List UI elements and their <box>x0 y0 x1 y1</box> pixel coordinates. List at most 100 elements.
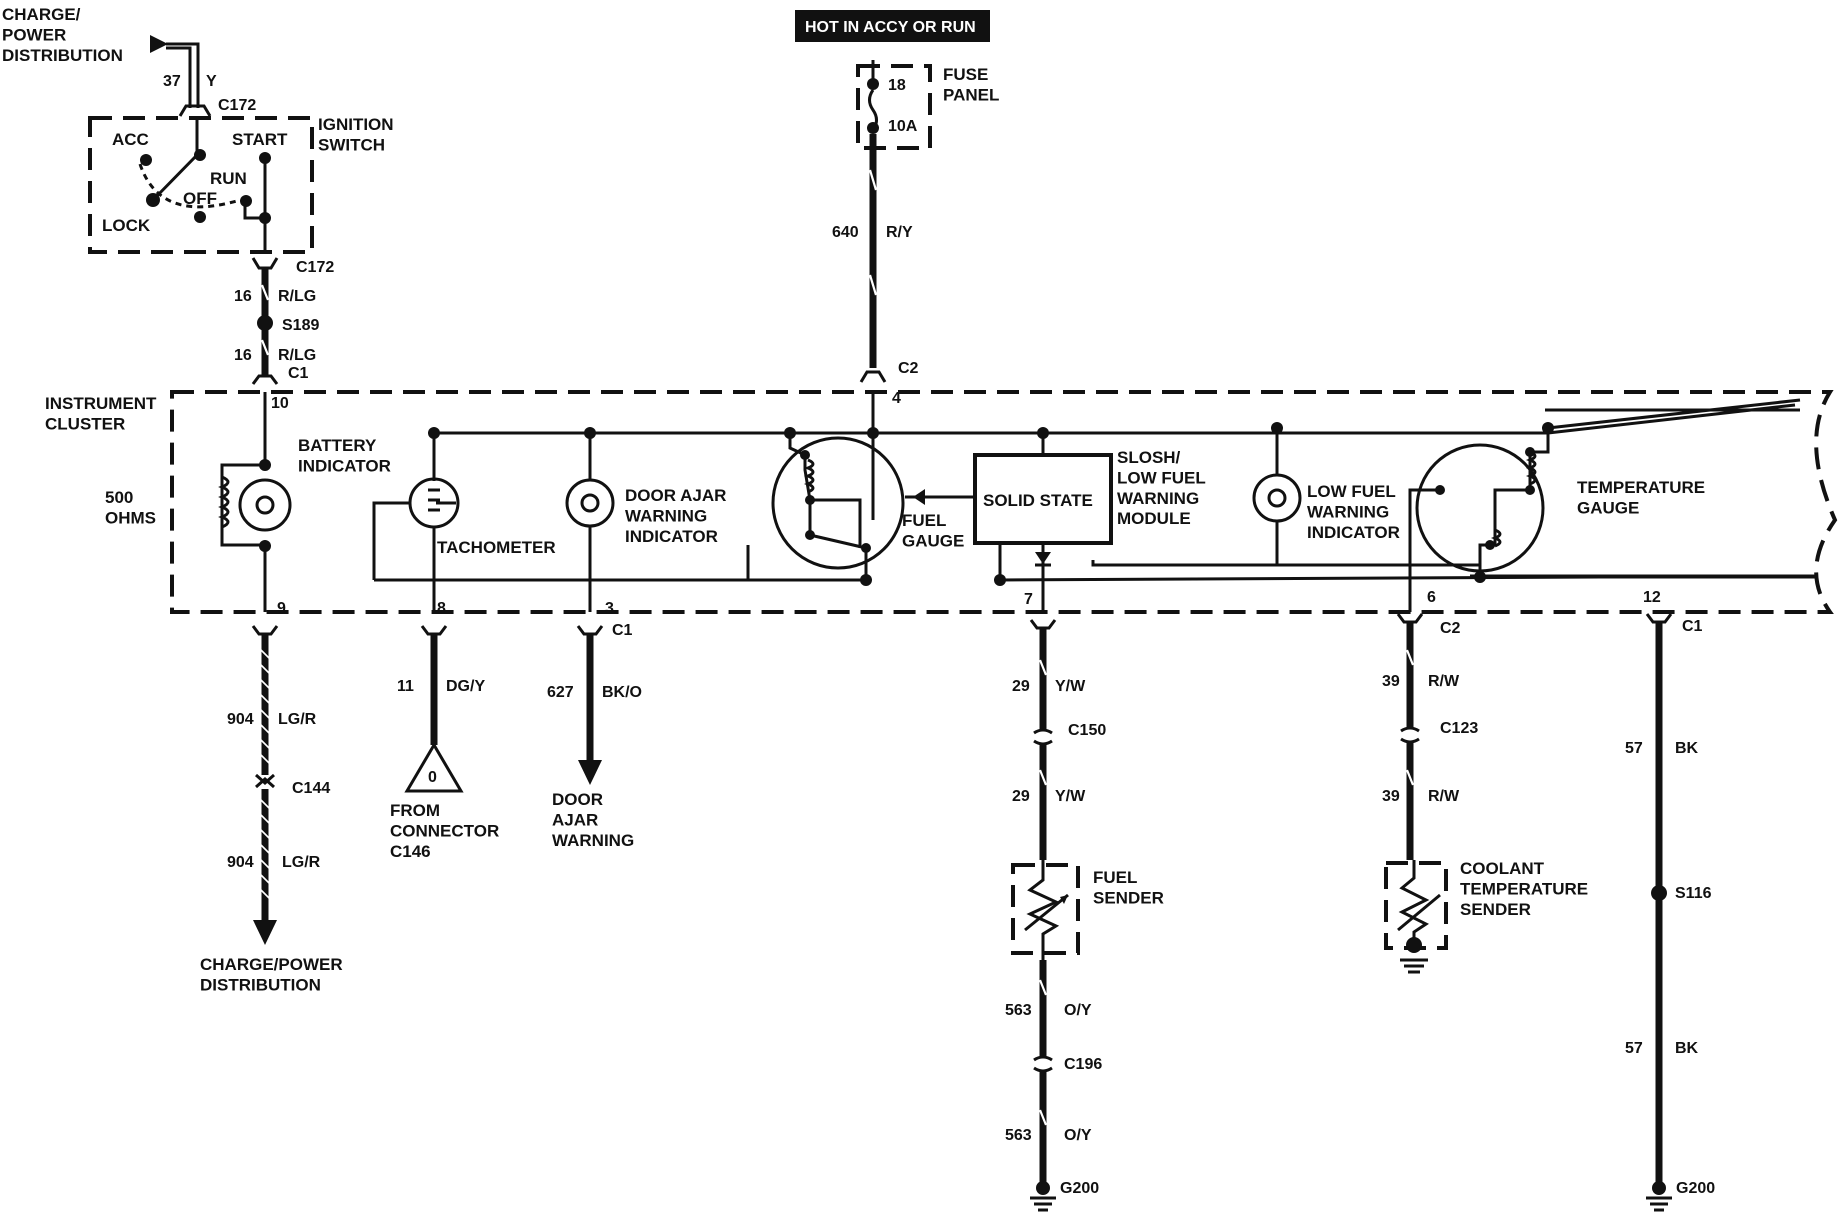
c123-label: C123 <box>1440 720 1478 737</box>
connector-c123 <box>1400 726 1420 744</box>
ground-icon <box>1030 1196 1056 1212</box>
wire-57a-color: BK <box>1675 740 1699 757</box>
pin-8: 8 <box>437 600 446 617</box>
diode-icon <box>1035 552 1051 564</box>
connector-c144 <box>255 773 275 789</box>
connector-c2-top <box>859 370 887 383</box>
wire-563b-circuit: 563 <box>1005 1127 1032 1144</box>
wire-640-circuit: 640 <box>832 224 859 241</box>
pin-6: 6 <box>1427 589 1436 606</box>
c1-p12-label: C1 <box>1682 618 1703 635</box>
solid-state-label: SOLID STATE <box>983 491 1093 510</box>
wire-39a-color: R/W <box>1428 673 1460 690</box>
connector-triangle-icon <box>404 742 464 793</box>
wire-16a-circuit: 16 <box>234 288 252 305</box>
diode-arrow-icon <box>913 489 925 505</box>
c150-label: C150 <box>1068 722 1106 739</box>
c196-label: C196 <box>1064 1056 1102 1073</box>
fuel-sender-box <box>1011 863 1080 955</box>
c172-top-label: C172 <box>218 97 256 114</box>
wire-39b-color: R/W <box>1428 788 1460 805</box>
pin-12: 12 <box>1643 589 1661 606</box>
ground-icon <box>1400 958 1428 974</box>
g200-a-label: G200 <box>1060 1180 1099 1197</box>
wire-563a-circuit: 563 <box>1005 1002 1032 1019</box>
pin-10: 10 <box>271 395 289 412</box>
wire-29b-circuit: 29 <box>1012 788 1030 805</box>
wire-16a-color: R/LG <box>278 288 316 305</box>
c1-p3-label: C1 <box>612 622 633 639</box>
door-ajar-lamp-icon <box>565 478 615 528</box>
c2-p6-label: C2 <box>1440 620 1461 637</box>
wire-16b-color: R/LG <box>278 347 316 364</box>
splice-s116 <box>1651 885 1667 901</box>
wire-627-color: BK/O <box>602 684 642 701</box>
wire-57b-color: BK <box>1675 1040 1699 1057</box>
connector-c172-top <box>178 104 212 117</box>
resistor-coil-icon <box>218 475 230 529</box>
hot-in-accy-text: HOT IN ACCY OR RUN <box>805 19 976 36</box>
wire-57b-circuit: 57 <box>1625 1040 1643 1057</box>
ground-icon <box>1646 1196 1672 1212</box>
fuel-gauge-icon <box>771 436 905 570</box>
c172-bottom-label: C172 <box>296 259 334 276</box>
pin-4: 4 <box>892 390 901 407</box>
c2-top-label: C2 <box>898 360 919 377</box>
hot-in-accy-badge <box>795 10 990 42</box>
wire-904a-circuit: 904 <box>227 711 254 728</box>
wire-37-color: Y <box>206 73 217 90</box>
battery-lamp-icon <box>238 478 292 532</box>
pos-lock: LOCK <box>102 216 151 235</box>
pin-3: 3 <box>605 600 614 617</box>
c1-top-label: C1 <box>288 365 309 382</box>
wire-563b-color: O/Y <box>1064 1127 1092 1144</box>
fuse-rating: 10A <box>888 118 918 135</box>
pin-9: 9 <box>277 600 286 617</box>
g200-b-label: G200 <box>1676 1180 1715 1197</box>
wire-29a-color: Y/W <box>1055 678 1086 695</box>
wire-57a-circuit: 57 <box>1625 740 1643 757</box>
connector-c196 <box>1033 1055 1053 1073</box>
s116-label: S116 <box>1675 885 1712 902</box>
pos-acc: ACC <box>112 130 149 149</box>
variable-resistor-icon <box>1026 860 1060 960</box>
connector-c172-bottom <box>251 257 279 270</box>
low-fuel-lamp-icon <box>1252 473 1302 523</box>
wire-29a-circuit: 29 <box>1012 678 1030 695</box>
fuse-number: 18 <box>888 77 906 94</box>
splice-s189 <box>257 315 273 331</box>
wire-16b-circuit: 16 <box>234 347 252 364</box>
connector-c150 <box>1033 728 1053 746</box>
pos-run: RUN <box>210 169 247 188</box>
wire-11-color: DG/Y <box>446 678 485 695</box>
wire-39a-circuit: 39 <box>1382 673 1400 690</box>
s189-label: S189 <box>282 317 319 334</box>
variable-resistor-icon <box>1398 860 1430 940</box>
tachometer-label: TACHOMETER <box>437 538 556 557</box>
arrow-down-icon <box>253 920 277 945</box>
pos-start: START <box>232 130 288 149</box>
